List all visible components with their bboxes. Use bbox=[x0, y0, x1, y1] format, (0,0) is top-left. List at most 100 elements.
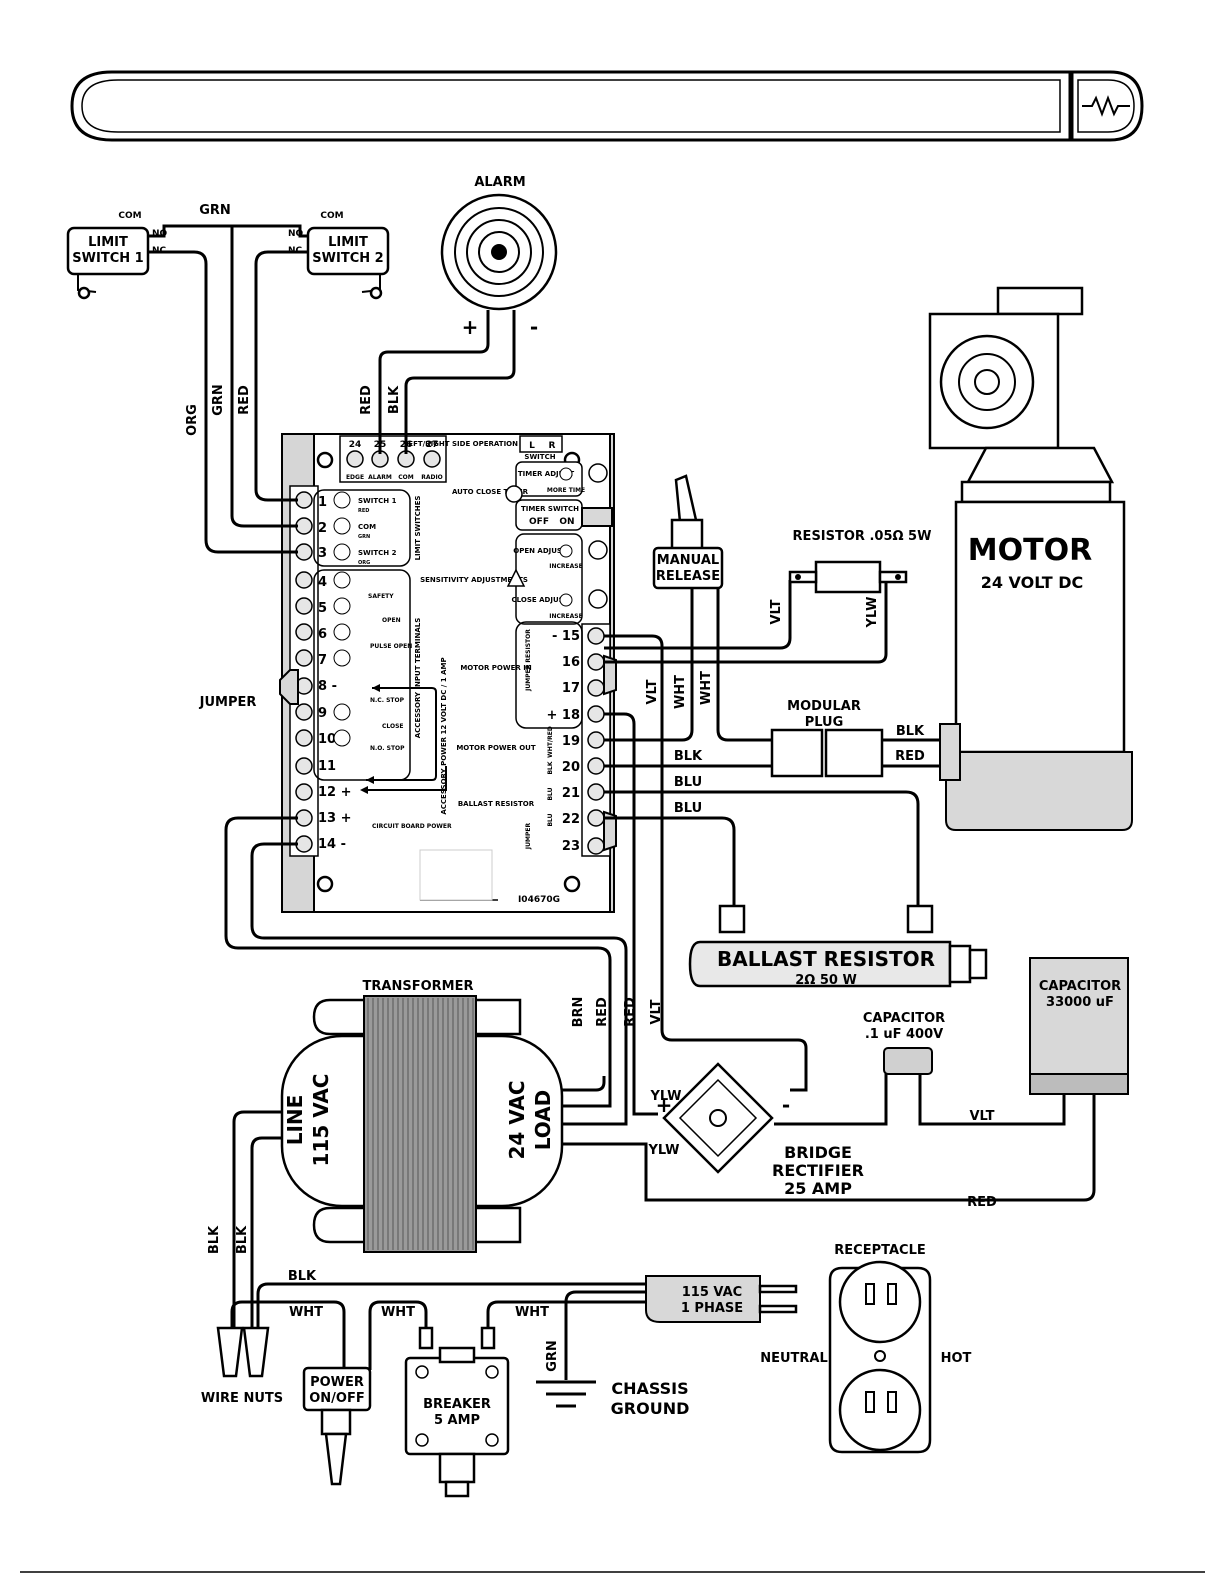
load-label-1: 24 VAC bbox=[505, 1080, 529, 1159]
manual-release: MANUAL RELEASE bbox=[652, 474, 724, 590]
bridge-plus: + bbox=[656, 1093, 673, 1117]
wire-vlt-res: VLT bbox=[769, 599, 784, 624]
clock-icon bbox=[505, 485, 523, 503]
timer-adjust-label: TIMER ADJUST bbox=[518, 470, 575, 478]
bridge-rectifier: + - BRIDGE RECTIFIER 25 AMP bbox=[656, 1062, 864, 1198]
side-switch-label: SWITCH bbox=[524, 453, 555, 461]
ballast-value: 2Ω 50 W bbox=[795, 973, 857, 988]
pulse-open-label: PULSE OPEN bbox=[370, 643, 412, 650]
jumper-label-right: JUMPER bbox=[525, 823, 532, 851]
alarm-plus-label: + bbox=[462, 315, 479, 339]
modular-plug: MODULAR PLUG bbox=[770, 699, 884, 778]
power-line1: POWER bbox=[310, 1375, 364, 1390]
wire-blu-22: BLU bbox=[674, 801, 702, 816]
limit-switch-2-line1: LIMIT bbox=[328, 235, 368, 250]
wire-nuts-label: WIRE NUTS bbox=[201, 1391, 283, 1406]
wire-red-trans-2: RED bbox=[623, 997, 638, 1027]
lterm-4: 4 bbox=[318, 575, 327, 590]
neutral-label: NEUTRAL bbox=[760, 1351, 828, 1366]
accessory-input-label: ACCESSORY INPUT TERMINALS bbox=[414, 618, 422, 739]
timer-switch-label: TIMER SWITCH bbox=[521, 505, 579, 513]
breaker-line1: BREAKER bbox=[423, 1397, 491, 1412]
lterm-12: 12 + bbox=[318, 785, 352, 800]
wires bbox=[148, 224, 1096, 1380]
cap-small-line2: .1 uF 400V bbox=[865, 1027, 943, 1042]
modular-plug-line1: MODULAR bbox=[787, 699, 861, 714]
top-terminal-26-sub: COM bbox=[398, 474, 414, 481]
wire-blk-power: BLK bbox=[288, 1269, 317, 1284]
transformer-label: TRANSFORMER bbox=[363, 979, 474, 994]
lterm-5: 5 bbox=[318, 601, 327, 616]
resistor-5w: RESISTOR .05Ω 5W bbox=[788, 529, 931, 594]
receptacle: RECEPTACLE NEUTRAL HOT bbox=[760, 1243, 972, 1454]
lterm-9: 9 bbox=[318, 706, 327, 721]
rterm-21: 21 bbox=[562, 786, 580, 801]
cap-small-line1: CAPACITOR bbox=[863, 1011, 945, 1026]
jumper-resistor-label: JUMPER RESISTOR bbox=[525, 629, 532, 692]
wire-wht-power-2: WHT bbox=[381, 1305, 415, 1320]
accessory-power-label: ACCESSORY POWER 12 VOLT DC / 1 AMP bbox=[440, 657, 448, 814]
limit-switch-2-line2: SWITCH 2 bbox=[312, 251, 383, 266]
no-stop-label: N.O. STOP bbox=[370, 745, 405, 752]
rterm-16: 16 bbox=[562, 655, 580, 670]
line-label-1: LINE bbox=[283, 1095, 307, 1146]
header-banner bbox=[70, 70, 1144, 142]
rterm-19: 19 bbox=[562, 734, 580, 749]
wire-wht-2: WHT bbox=[699, 671, 714, 705]
ballast-res-label: BALLAST RESISTOR bbox=[458, 800, 535, 808]
limit-switch-1-line2: SWITCH 1 bbox=[72, 251, 143, 266]
wire-ylw-1: YLW bbox=[649, 1089, 681, 1104]
nc-stop-label: N.C. STOP bbox=[370, 697, 405, 704]
alarm: ALARM + - bbox=[440, 175, 558, 339]
wire-red-cap: RED bbox=[967, 1195, 997, 1210]
wire-grn-ground: GRN bbox=[545, 1340, 560, 1372]
cap-large-line2: 33000 uF bbox=[1046, 995, 1114, 1010]
lterm-11: 11 bbox=[318, 759, 336, 774]
wire-vlt-trans: VLT bbox=[649, 999, 664, 1024]
wire-ylw-2: YLW bbox=[647, 1143, 679, 1158]
left-terminal-labels: 1 2 3 4 5 6 7 8 - 9 10 11 12 + 13 + 14 - bbox=[318, 495, 352, 852]
wire-vlt-cap: VLT bbox=[969, 1109, 994, 1124]
plug-line2: 1 PHASE bbox=[681, 1301, 743, 1316]
blk-board-label: BLK bbox=[547, 761, 554, 774]
transformer: TRANSFORMER LINE 115 VAC 24 VAC LOAD bbox=[280, 979, 564, 1253]
breaker: BREAKER 5 AMP bbox=[404, 1326, 510, 1498]
motor-voltage: 24 VOLT DC bbox=[981, 573, 1084, 592]
limit2-com-label: COM bbox=[320, 211, 343, 221]
lterm-2: 2 bbox=[318, 521, 327, 536]
limit1-no-label: NO bbox=[152, 229, 168, 239]
top-terminals: 24 EDGE 25 ALARM 26 COM 27 RADIO bbox=[339, 435, 447, 483]
wire-blk-line-2: BLK bbox=[235, 1225, 250, 1254]
more-time-label: MORE TIME bbox=[547, 487, 585, 494]
wire-red-left: RED bbox=[237, 385, 252, 415]
close-adjust-label: CLOSE ADJUST bbox=[512, 596, 569, 604]
bridge-line2: RECTIFIER bbox=[772, 1161, 864, 1180]
plug-line1: 115 VAC bbox=[682, 1285, 742, 1300]
wire-blu-21: BLU bbox=[674, 775, 702, 790]
safety-label: SAFETY bbox=[368, 593, 394, 600]
motor-label: MOTOR bbox=[968, 533, 1092, 568]
limit-switch-1: LIMIT SWITCH 1 COM NO NC bbox=[66, 211, 168, 300]
limit-switches-label: LIMIT SWITCHES bbox=[414, 496, 422, 561]
load-label-2: LOAD bbox=[531, 1090, 555, 1151]
rterm-17: 17 bbox=[562, 681, 580, 696]
top-terminal-27-sub: RADIO bbox=[421, 474, 443, 481]
wire-blk-motor: BLK bbox=[896, 724, 925, 739]
open-adjust-label: OPEN ADJUST bbox=[513, 547, 567, 555]
chassis-ground: CHASSIS GROUND bbox=[536, 1379, 689, 1418]
com-label: COM bbox=[358, 523, 376, 531]
top-terminal-25-sub: ALARM bbox=[368, 474, 392, 481]
resistor-icon bbox=[1082, 95, 1130, 117]
limit-switch-2: LIMIT SWITCH 2 COM NO NC bbox=[288, 211, 390, 300]
manual-release-line1: MANUAL bbox=[657, 553, 719, 568]
jumper-label: JUMPER bbox=[199, 695, 257, 710]
wire-blk-line-1: BLK bbox=[207, 1225, 222, 1254]
rterm-15: - 15 bbox=[552, 629, 580, 644]
switch1-sub: RED bbox=[358, 508, 369, 514]
close-increase-label: INCREASE bbox=[549, 613, 582, 620]
auto-close-label: AUTO CLOSE TIMER bbox=[452, 488, 529, 496]
board-code: I04670G bbox=[518, 895, 560, 905]
timer-on: ON bbox=[559, 517, 574, 527]
receptacle-label: RECEPTACLE bbox=[834, 1243, 925, 1258]
lterm-10: 10 bbox=[318, 732, 336, 747]
